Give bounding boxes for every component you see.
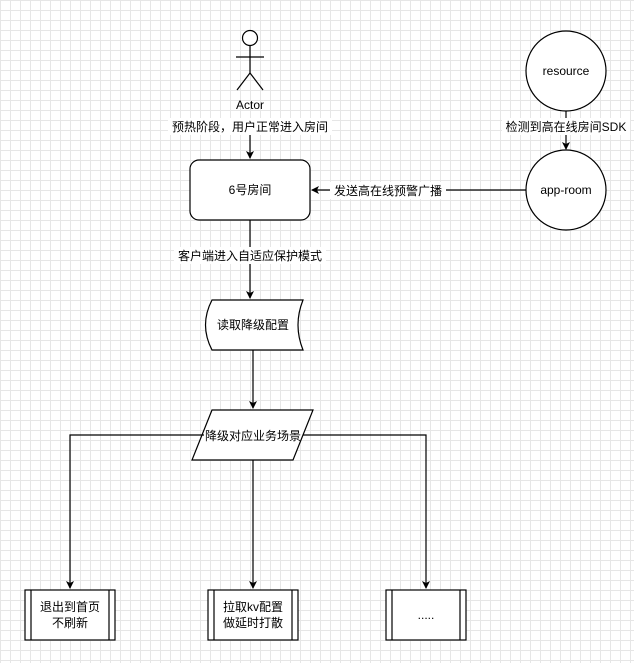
pull-kv-line1: 拉取kv配置 bbox=[223, 599, 283, 614]
resource-label: resource bbox=[543, 64, 590, 78]
more-label: ..... bbox=[418, 608, 435, 622]
read-config-label: 读取降级配置 bbox=[217, 318, 289, 332]
exit-home-line1: 退出到首页 bbox=[40, 600, 100, 614]
read-config-node[interactable] bbox=[204, 299, 304, 351]
actor-figure[interactable] bbox=[236, 29, 264, 91]
edge-label-adaptive-mode: 客户端进入自适应保护模式 bbox=[178, 248, 322, 263]
edge-scenario-to-exit-home bbox=[66, 434, 204, 589]
pull-kv-node[interactable] bbox=[207, 589, 299, 641]
pull-kv-line2: 做延时打散 bbox=[223, 615, 283, 630]
more-node[interactable] bbox=[385, 589, 467, 641]
edge-label-send-warning: 发送高在线预警广播 bbox=[334, 183, 442, 198]
scenario-label: 降级对应业务场景 bbox=[205, 428, 301, 443]
scenario-node[interactable] bbox=[191, 409, 314, 461]
edge-scenario-to-more bbox=[303, 434, 430, 589]
exit-home-node[interactable] bbox=[24, 589, 116, 641]
actor-label: Actor bbox=[236, 98, 264, 112]
edge-label-detect-sdk: 检测到高在线房间SDK bbox=[506, 119, 627, 134]
edge-label-preheat: 预热阶段，用户正常进入房间 bbox=[172, 119, 328, 134]
app-room-label: app-room bbox=[540, 183, 591, 197]
exit-home-line2: 不刷新 bbox=[52, 615, 88, 630]
room-6-label: 6号房间 bbox=[229, 182, 272, 197]
